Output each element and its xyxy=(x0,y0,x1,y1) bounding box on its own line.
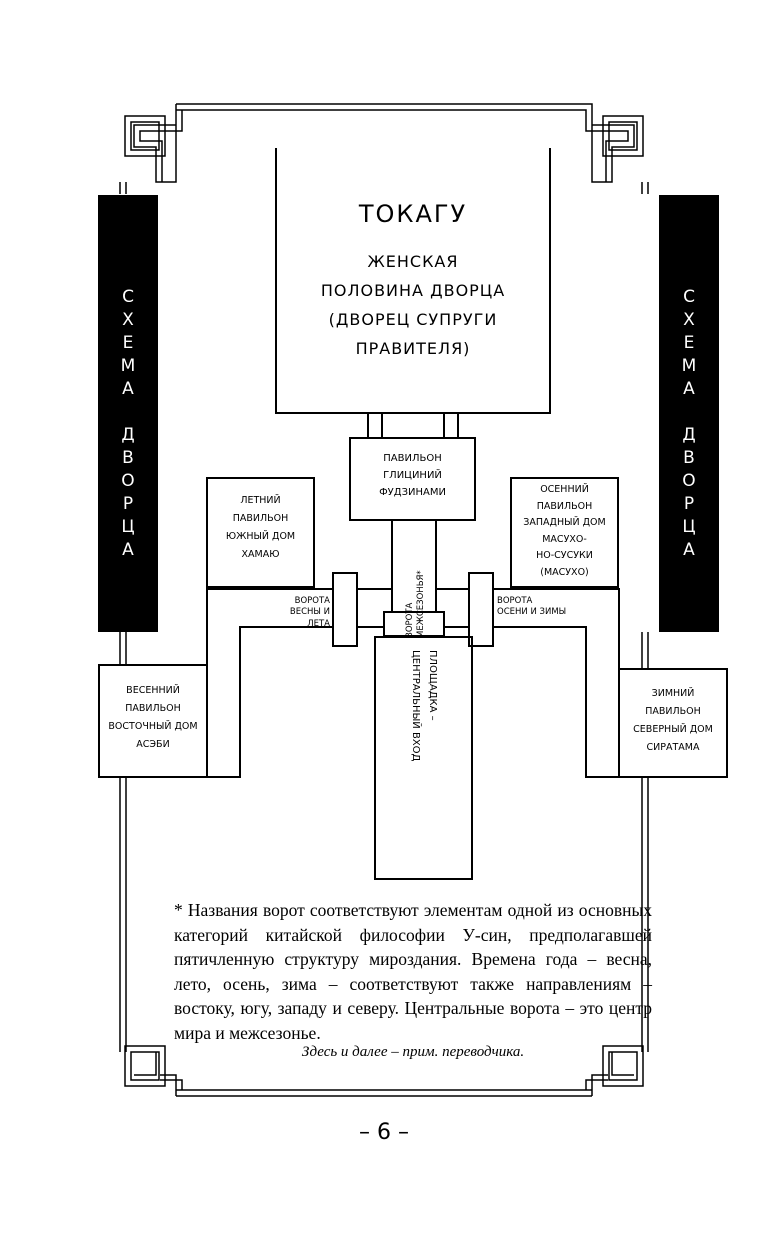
side-title-right: СХЕМА ДВОРЦА ОКАГУ xyxy=(619,195,719,632)
winter-pavilion: ЗИМНИЙ ПАВИЛЬОН СЕВЕРНЫЙ ДОМ СИРАТАМА xyxy=(620,685,726,757)
autumn-line-1: ОСЕННИЙ xyxy=(540,484,589,495)
autumn-line-4: МАСУХО- xyxy=(542,533,587,545)
spring-pavilion: ВЕСЕННИЙ ПАВИЛЬОН ВОСТОЧНЫЙ ДОМ АСЭБИ xyxy=(100,682,206,754)
summer-line-4: ХАМАЮ xyxy=(241,549,280,560)
side-title-right-label: СХЕМА ДВОРЦА ОКАГУ xyxy=(619,287,699,563)
autumn-line-2: ПАВИЛЬОН xyxy=(536,500,593,512)
gate-autumn-winter: ВОРОТА ОСЕНИ И ЗИМЫ xyxy=(497,596,567,619)
wisteria-line-3: ФУДЗИНАМИ xyxy=(379,487,446,498)
summer-line-2: ПАВИЛЬОН xyxy=(232,513,289,524)
side-title-left-text: СХЕМА ДВОРЦА ОКАГУ xyxy=(58,225,158,625)
spring-line-4: АСЭБИ xyxy=(136,739,170,750)
wisteria-pavilion: ПАВИЛЬОН ГЛИЦИНИЙ ФУДЗИНАМИ xyxy=(351,450,474,501)
autumn-pavilion: ОСЕННИЙ ПАВИЛЬОН ЗАПАДНЫЙ ДОМ МАСУХО- НО… xyxy=(512,482,617,581)
plaza-line-2: ЦЕНТРАЛЬНЫЙ ВХОД xyxy=(410,650,421,762)
gate-spring-summer: ВОРОТА ВЕСНЫ И ЛЕТА xyxy=(270,596,330,630)
plaza-line-1: ПЛОЩАДКА – xyxy=(427,650,438,721)
winter-line-2: ПАВИЛЬОН xyxy=(645,706,701,717)
summer-line-3: ЮЖНЫЙ ДОМ xyxy=(225,531,296,542)
gate-spring-summer-line-1: ВОРОТА xyxy=(294,596,330,606)
spring-line-2: ПАВИЛЬОН xyxy=(125,703,181,714)
winter-line-1: ЗИМНИЙ xyxy=(651,688,695,699)
gate-central: ВОРОТА МЕЖСЕЗОНЬЯ* xyxy=(398,560,434,638)
page-number: – 6 – xyxy=(359,1120,409,1145)
autumn-line-5: НО-СУСУКИ xyxy=(536,550,593,561)
tokagu-subtitle-4: ПРАВИТЕЛЯ) xyxy=(355,339,471,359)
gate-spring-summer-line-2: ВЕСНЫ И ЛЕТА xyxy=(289,607,330,629)
footnote-text: * Названия ворот соответствуют элементам… xyxy=(174,900,652,1043)
tokagu-subtitle-2: ПОЛОВИНА ДВОРЦА xyxy=(320,281,506,301)
tokagu-box: ТОКАГУ ЖЕНСКАЯ ПОЛОВИНА ДВОРЦА (ДВОРЕЦ С… xyxy=(280,196,546,363)
tokagu-title: ТОКАГУ xyxy=(358,200,468,228)
gate-central-line-2: МЕЖСЕЗОНЬЯ* xyxy=(416,570,426,638)
tokagu-subtitle-1: ЖЕНСКАЯ xyxy=(367,252,459,272)
winter-line-3: СЕВЕРНЫЙ ДОМ xyxy=(633,724,713,735)
winter-line-4: СИРАТАМА xyxy=(646,742,700,753)
spring-line-3: ВОСТОЧНЫЙ ДОМ xyxy=(108,721,198,732)
autumn-line-6: (МАСУХО) xyxy=(540,566,589,578)
side-title-left: СХЕМА ДВОРЦА ОКАГУ xyxy=(58,195,158,632)
gate-autumn-winter-line-1: ВОРОТА xyxy=(497,596,533,606)
spring-line-1: ВЕСЕННИЙ xyxy=(126,685,180,696)
gate-autumn-winter-line-2: ОСЕНИ И ЗИМЫ xyxy=(497,607,567,618)
side-title-right-text: СХЕМА ДВОРЦА ОКАГУ xyxy=(619,225,719,625)
summer-pavilion: ЛЕТНИЙ ПАВИЛЬОН ЮЖНЫЙ ДОМ ХАМАЮ xyxy=(208,492,313,564)
wisteria-line-2: ГЛИЦИНИЙ xyxy=(383,470,442,481)
gate-central-line-1: ВОРОТА xyxy=(405,602,415,638)
plaza-central-entrance: ПЛОЩАДКА – ЦЕНТРАЛЬНЫЙ ВХОД xyxy=(380,650,468,830)
summer-line-1: ЛЕТНИЙ xyxy=(240,495,281,506)
translator-credit: Здесь и далее – прим. переводчика. xyxy=(301,1044,525,1060)
tokagu-subtitle-3: (ДВОРЕЦ СУПРУГИ xyxy=(328,310,498,330)
autumn-line-3: ЗАПАДНЫЙ ДОМ xyxy=(523,517,606,528)
side-title-left-label: СХЕМА ДВОРЦА ОКАГУ xyxy=(58,287,138,563)
wisteria-line-1: ПАВИЛЬОН xyxy=(383,453,442,464)
